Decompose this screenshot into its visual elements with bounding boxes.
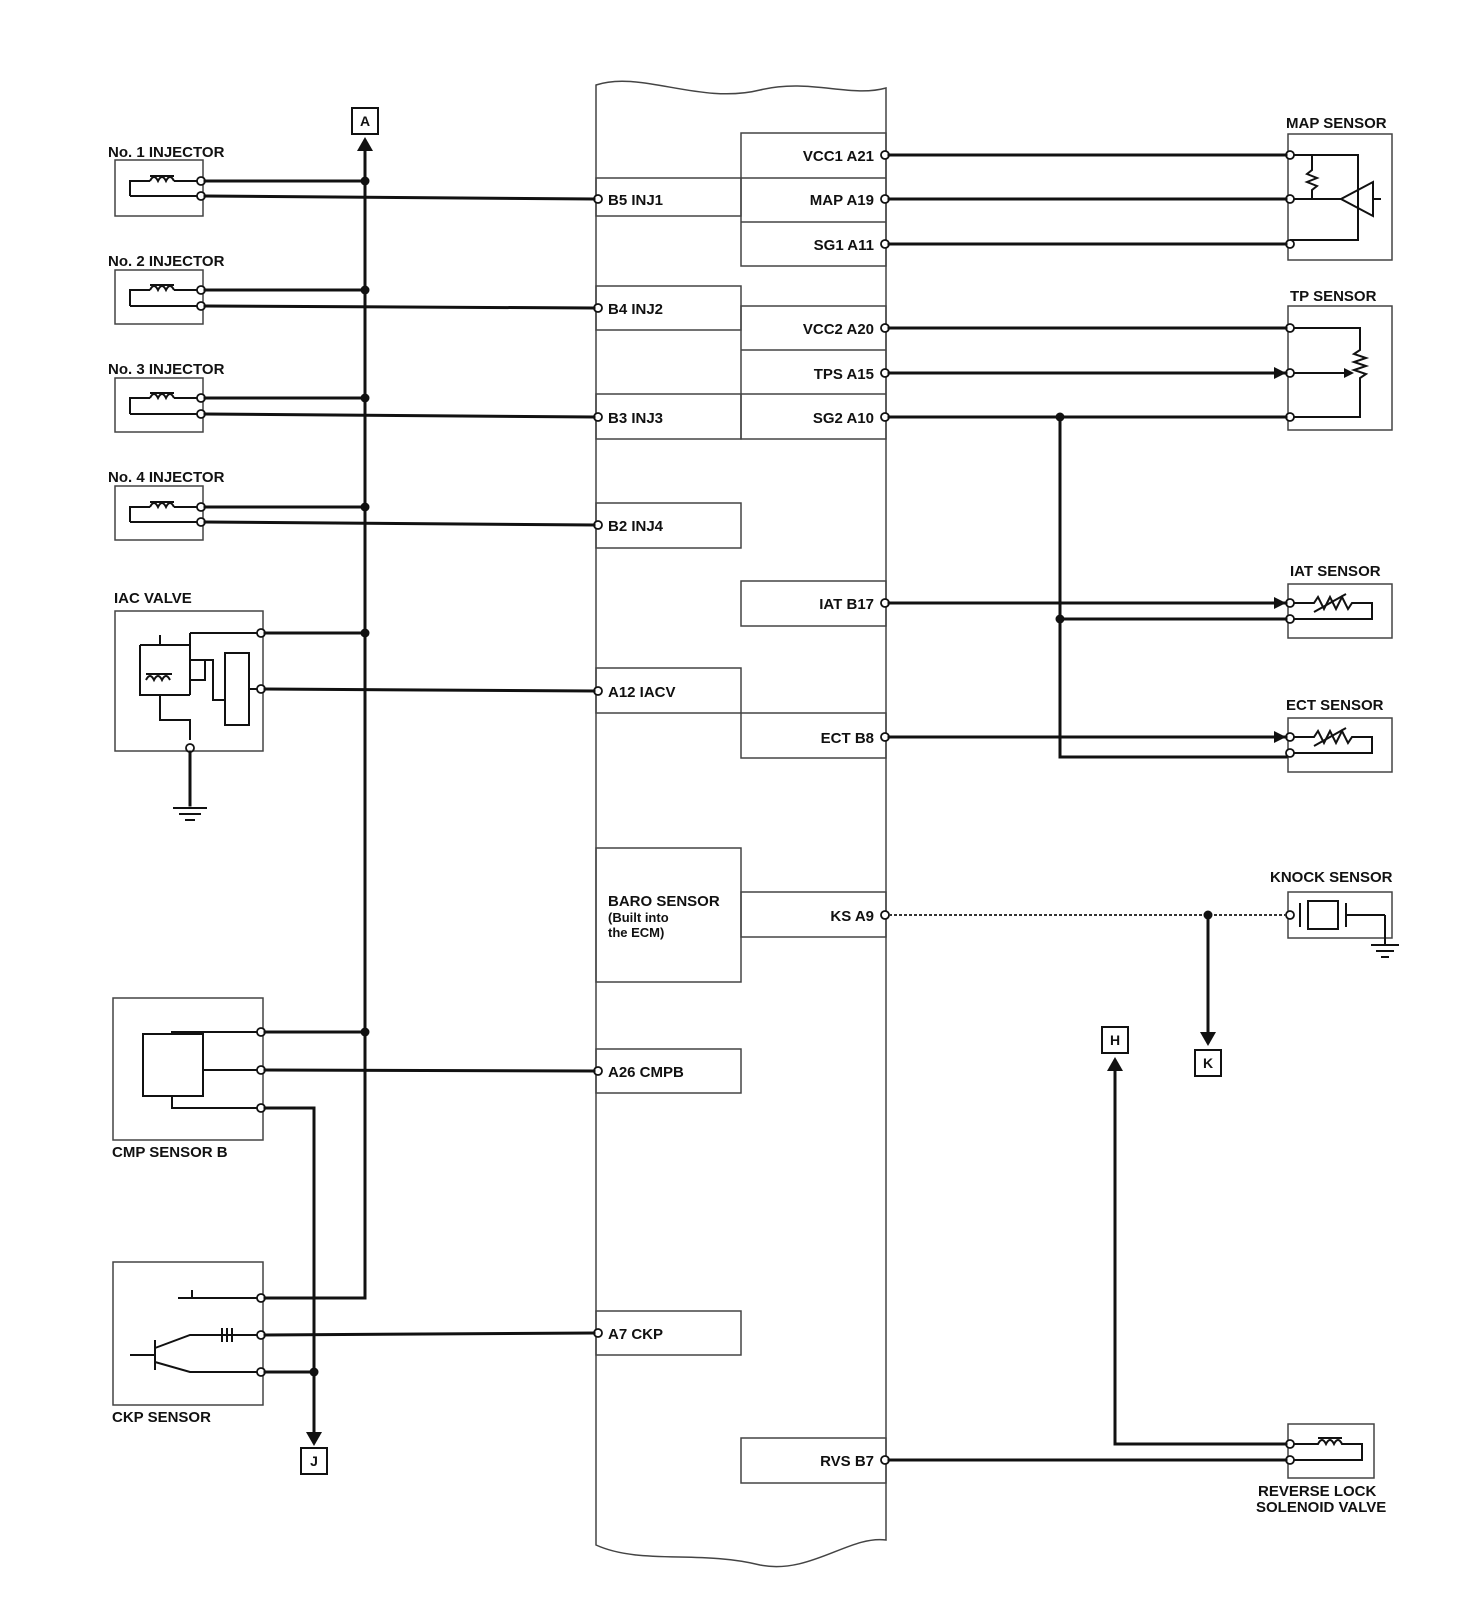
knock-sensor-label: KNOCK SENSOR [1270, 869, 1393, 886]
baro-sensor-note-1: (Built into [608, 910, 669, 925]
connector-k: K [1194, 1049, 1222, 1077]
arrow-up-a [357, 137, 373, 151]
iat-sensor-label: IAT SENSOR [1290, 563, 1381, 580]
injector-3-label: No. 3 INJECTOR [108, 361, 225, 378]
pin-iat-b17: IAT B17 [819, 596, 874, 613]
pin-sg1-a11: SG1 A11 [814, 237, 874, 254]
left-wiring [203, 137, 596, 1446]
pin-a7-ckp: A7 CKP [608, 1326, 663, 1343]
pin-map-a19: MAP A19 [810, 192, 874, 209]
arrow-down-j [306, 1432, 322, 1446]
iac-valve-label: IAC VALVE [114, 590, 192, 607]
iac-valve [114, 610, 266, 821]
tp-sensor [1285, 305, 1393, 431]
tp-sensor-label: TP SENSOR [1290, 288, 1377, 305]
pin-sg2-a10: SG2 A10 [813, 410, 874, 427]
svg-text:K: K [1203, 1055, 1213, 1071]
injector-3 [114, 377, 206, 433]
connector-j: J [300, 1447, 328, 1475]
injector-4-label: No. 4 INJECTOR [108, 469, 225, 486]
injector-1-label: No. 1 INJECTOR [108, 144, 225, 161]
pin-b2-inj4: B2 INJ4 [608, 518, 664, 535]
iat-sensor [1285, 583, 1393, 639]
reverse-lock-solenoid-valve [1285, 1423, 1375, 1479]
reverse-lock-label-2: SOLENOID VALVE [1256, 1499, 1386, 1516]
connector-h: H [1101, 1026, 1129, 1054]
svg-text:J: J [310, 1453, 318, 1469]
injector-1 [114, 159, 206, 217]
injector-2 [114, 269, 206, 325]
cmp-sensor-b [112, 997, 266, 1141]
pin-rvs-b7: RVS B7 [820, 1453, 874, 1470]
pin-vcc1-a21: VCC1 A21 [803, 148, 874, 165]
baro-sensor-label: BARO SENSOR [608, 893, 720, 910]
svg-text:H: H [1110, 1032, 1120, 1048]
pin-b3-inj3: B3 INJ3 [608, 410, 663, 427]
pin-tps-a15: TPS A15 [814, 366, 874, 383]
ecm-body [595, 80, 887, 1568]
reverse-lock-label-1: REVERSE LOCK [1258, 1483, 1377, 1500]
map-sensor-label: MAP SENSOR [1286, 115, 1387, 132]
pin-a12-iacv: A12 IACV [608, 684, 676, 701]
map-sensor [1285, 133, 1393, 261]
ect-sensor [1285, 717, 1393, 773]
pin-ks-a9: KS A9 [830, 908, 874, 925]
baro-sensor-note-2: the ECM) [608, 925, 664, 940]
right-wiring [887, 153, 1288, 1462]
ckp-sensor [112, 1261, 266, 1406]
pin-b4-inj2: B4 INJ2 [608, 301, 663, 318]
svg-text:A: A [360, 113, 370, 129]
ckp-sensor-label: CKP SENSOR [112, 1409, 211, 1426]
cmp-sensor-b-label: CMP SENSOR B [112, 1144, 228, 1161]
connector-a: A [351, 107, 379, 135]
injector-4 [114, 485, 206, 541]
ect-sensor-label: ECT SENSOR [1286, 697, 1384, 714]
knock-sensor [1285, 891, 1399, 958]
pin-b5-inj1: B5 INJ1 [608, 192, 663, 209]
pin-ect-b8: ECT B8 [821, 730, 874, 747]
injector-2-label: No. 2 INJECTOR [108, 253, 225, 270]
pin-vcc2-a20: VCC2 A20 [803, 321, 874, 338]
pin-a26-cmpb: A26 CMPB [608, 1064, 684, 1081]
